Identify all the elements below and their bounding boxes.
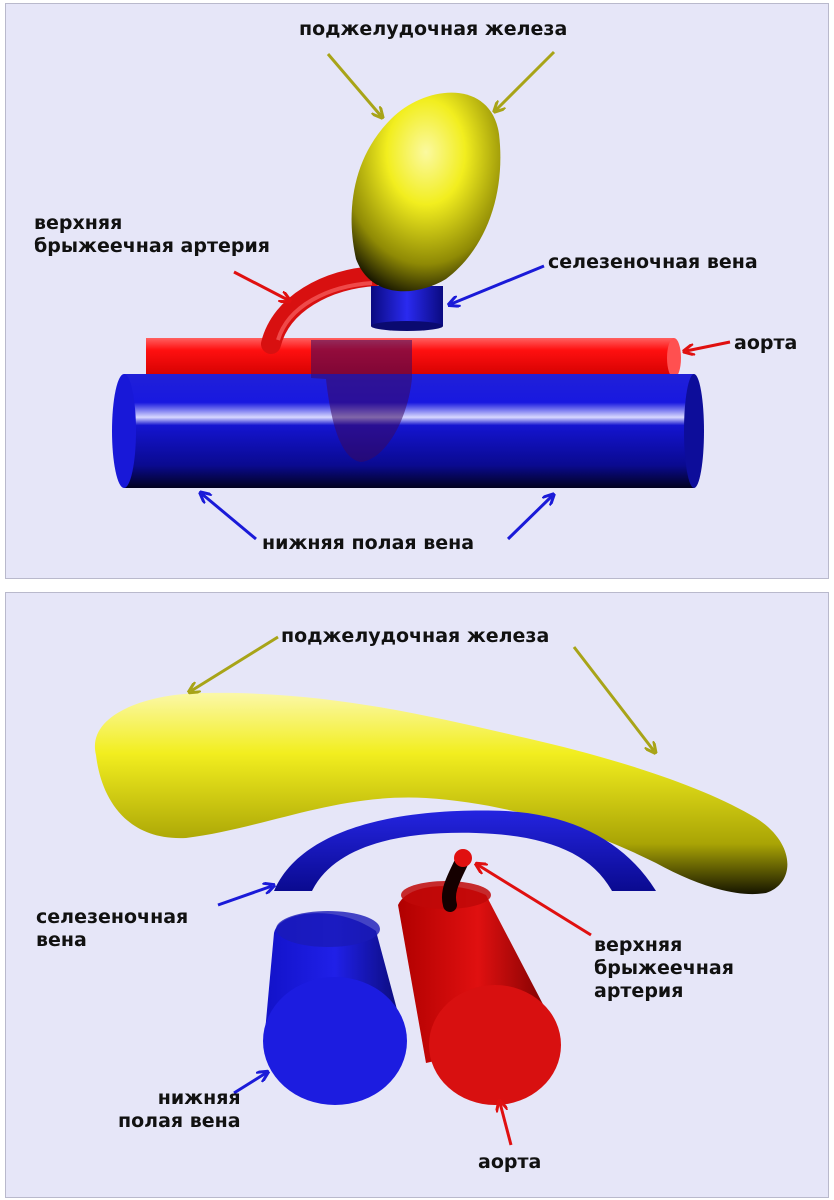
aorta-shape-bottom (398, 881, 561, 1105)
label-pancreas: поджелудочная железа (299, 18, 568, 40)
arrow-pancreas-left-bottom (191, 635, 279, 691)
arrow-pancreas-right (496, 50, 556, 110)
top-illustration (112, 50, 731, 541)
pancreas-shape (351, 92, 501, 292)
arrow-aorta (686, 340, 731, 351)
label-splenic-vein-bottom: селезеночная вена (36, 906, 188, 952)
label-sma-bottom-line-3: артерия (594, 980, 684, 1002)
arrow-ivc-bottom (233, 1073, 266, 1095)
panel-bottom-view: поджелудочная железа селезеночная вена в… (5, 592, 829, 1198)
label-ivc-bottom: нижняя полая вена (118, 1087, 241, 1133)
pancreas-shape-bottom (94, 692, 788, 895)
arrow-ivc-left (202, 494, 257, 541)
sma-shape (261, 266, 386, 354)
arrow-splenic-vein (451, 264, 545, 304)
arrow-splenic-vein-bottom (217, 886, 272, 907)
label-ivc-bottom-line-1: нижняя (157, 1087, 241, 1109)
ivc-shape-bottom (263, 911, 407, 1105)
label-ivc-bottom-line-2: полая вена (118, 1110, 241, 1132)
aorta-shape (146, 338, 681, 378)
label-sma-bottom: верхняя брыжеечная артерия (594, 934, 734, 1003)
label-splenic-vein-line-2: вена (36, 929, 87, 951)
label-sma-bottom-line-1: верхняя (594, 934, 683, 956)
splenic-vein-shape (371, 286, 443, 331)
label-sma-line-1: верхняя (34, 212, 123, 234)
label-pancreas-bottom: поджелудочная железа (281, 625, 550, 647)
label-ivc: нижняя полая вена (262, 532, 475, 554)
label-aorta: аорта (734, 332, 798, 354)
arrow-pancreas-left (326, 53, 381, 116)
arrow-sma-bottom (478, 865, 592, 937)
arrow-sma (233, 270, 288, 300)
label-sma-line-2: брыжеечная артерия (34, 235, 270, 257)
label-sma-bottom-line-2: брыжеечная (594, 957, 734, 979)
arrow-ivc-right (506, 496, 552, 541)
label-aorta-bottom: аорта (478, 1151, 542, 1173)
bottom-illustration (94, 635, 788, 1146)
panel-top-view: поджелудочная железа верхняя брыжеечная … (5, 3, 829, 579)
splenic-vein-shape-bottom (274, 810, 656, 891)
label-splenic-vein-line-1: селезеночная (36, 906, 189, 928)
label-sma: верхняя брыжеечная артерия (34, 212, 270, 258)
arrow-pancreas-right-bottom (572, 646, 654, 751)
arrow-aorta-bottom (500, 1103, 513, 1146)
label-splenic-vein: селезеночная вена (548, 251, 758, 273)
